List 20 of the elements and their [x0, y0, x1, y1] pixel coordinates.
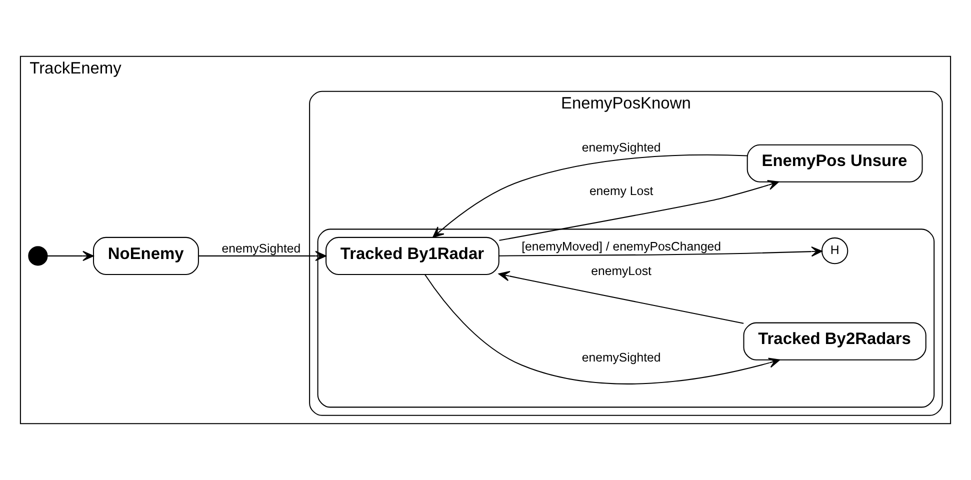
- node-circle: H: [821, 237, 848, 264]
- arrow: [424, 274, 780, 384]
- node-box: Tracked By2Radars: [743, 322, 926, 360]
- edge-label: enemySighted: [222, 241, 301, 256]
- edge-label: enemy Lost: [589, 184, 654, 198]
- node-circle: [28, 246, 48, 266]
- node-box: EnemyPos Unsure: [746, 144, 923, 182]
- arrow: [499, 180, 780, 241]
- arrow: [432, 154, 748, 238]
- node-box: NoEnemy: [92, 236, 199, 275]
- arrow: [499, 246, 822, 257]
- edge-label: enemySighted: [582, 350, 661, 365]
- edge-label: [enemyMoved] / enemyPosChanged: [522, 239, 722, 254]
- arrow: [47, 250, 94, 262]
- arrow: [498, 270, 744, 324]
- node-box: Tracked By1Radar: [326, 236, 500, 275]
- arrow: [198, 250, 326, 262]
- edge-label: enemySighted: [582, 140, 661, 155]
- edge-label: enemyLost: [591, 264, 652, 278]
- cluster: [317, 228, 935, 408]
